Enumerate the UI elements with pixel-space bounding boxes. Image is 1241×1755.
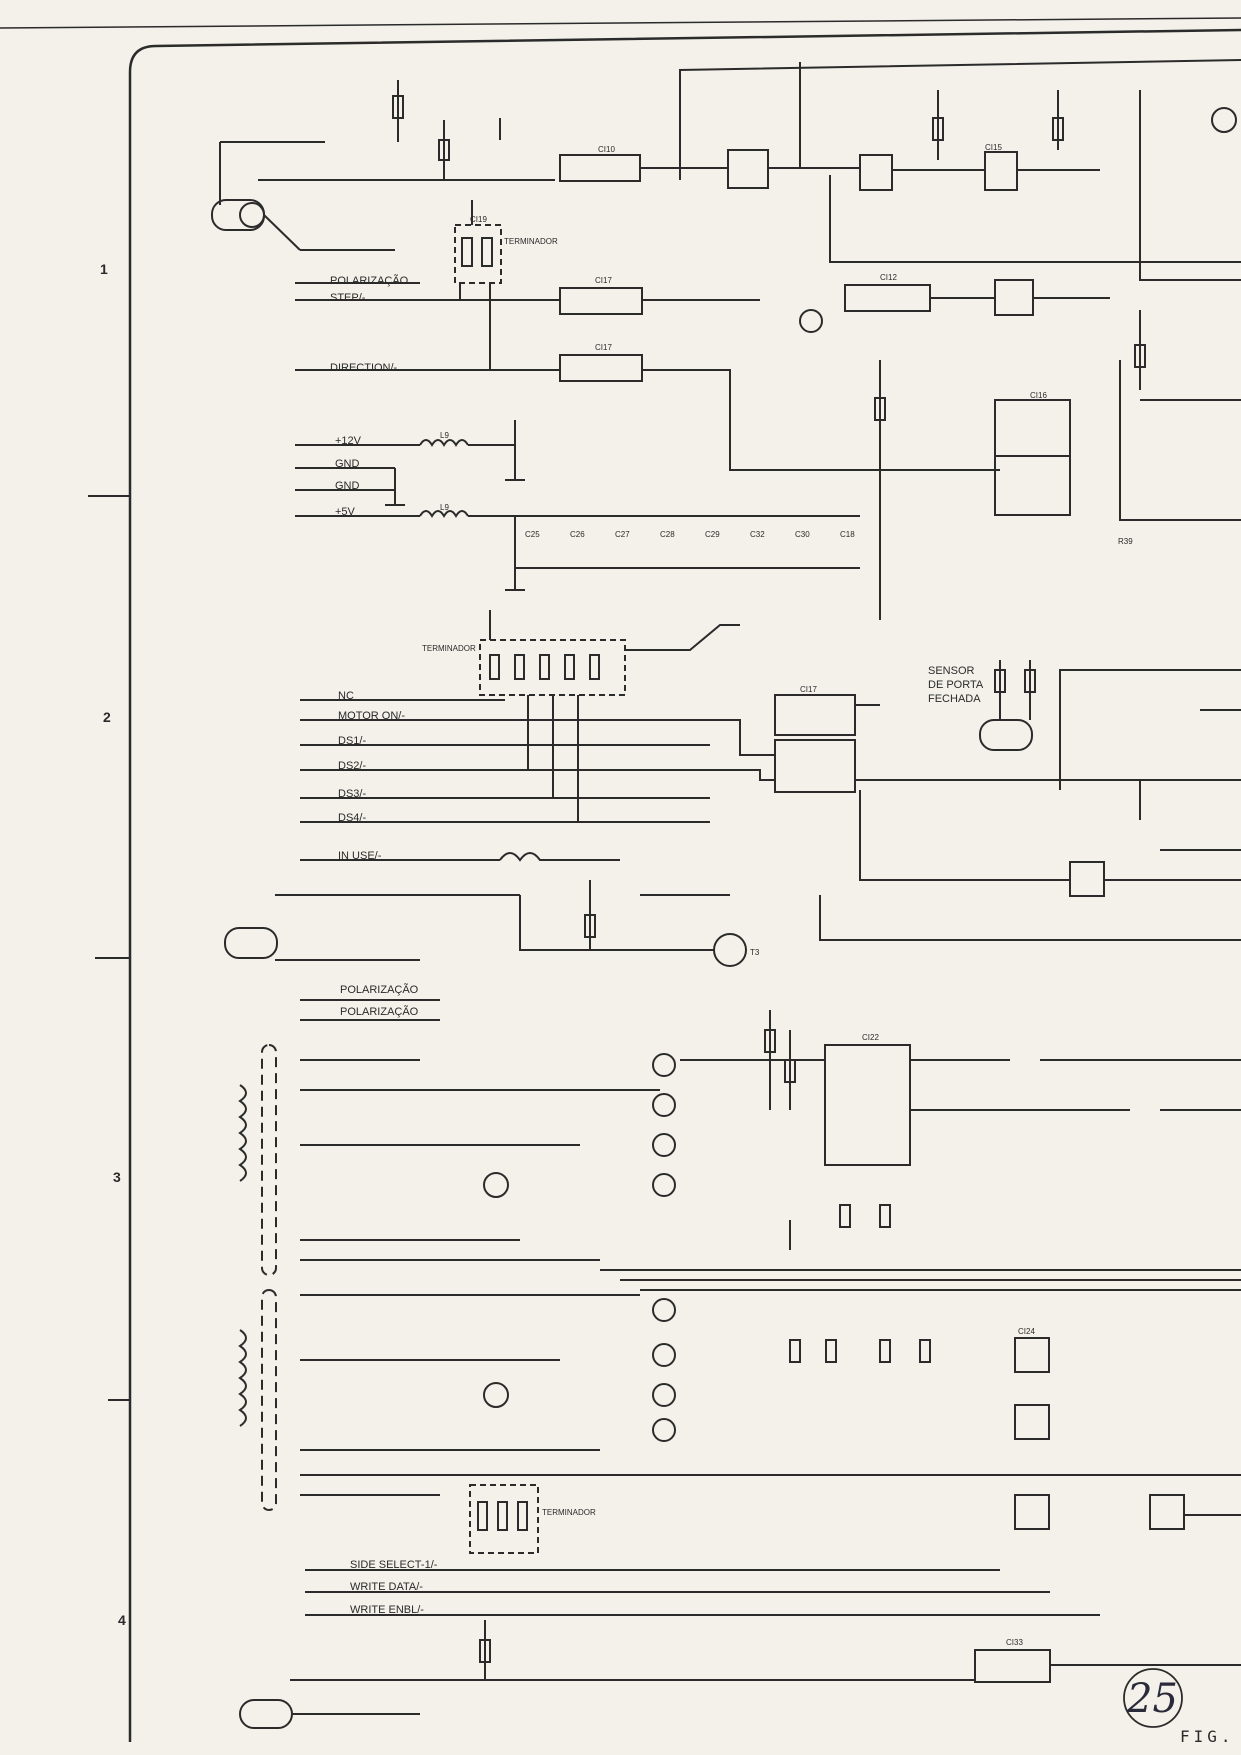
index-sensor <box>224 927 278 959</box>
chip-ci12-label: CI12 <box>880 273 897 282</box>
chip-ci17-b <box>559 354 643 382</box>
chip-ci24-b <box>1014 1404 1050 1440</box>
write-protect-sensor <box>239 1699 293 1729</box>
led-d10b <box>652 1343 676 1367</box>
chip-ci17-a <box>559 287 643 315</box>
terminator-ci15 <box>469 1484 539 1554</box>
chip-ci16 <box>994 399 1071 516</box>
row-marker-2: 2 <box>103 709 111 725</box>
chip-ci17-label-c: CI17 <box>800 685 817 694</box>
signal-ds2: DS2/- <box>338 760 366 772</box>
led-d5 <box>652 1053 676 1077</box>
chip-ci16-label: CI16 <box>1030 391 1047 400</box>
chip-ci24-label: CI24 <box>1018 1327 1035 1336</box>
chip-ci10-label: CI10 <box>598 145 615 154</box>
signal-gnd-1: GND <box>335 458 360 470</box>
chip-ci15-label: CI15 <box>985 143 1002 152</box>
signal-nc: NC <box>338 690 354 702</box>
shield-bottom <box>261 1289 277 1511</box>
signal-ds4: DS4/- <box>338 812 366 824</box>
signal-direction: DIRECTION/- <box>330 362 398 374</box>
chip-ci13 <box>994 279 1034 316</box>
inductor-2-label: L9 <box>440 503 449 512</box>
chip-ci22 <box>824 1044 911 1166</box>
signal-polarizacao-2: POLARIZAÇÃO <box>340 983 419 996</box>
led-d11 <box>652 1383 676 1407</box>
top-edge-line <box>0 17 1241 29</box>
cap-c18: C18 <box>840 530 855 539</box>
signal-ds3: DS3/- <box>338 788 366 800</box>
chip-ci19-label: CI19 <box>470 215 487 224</box>
transistor-label: T3 <box>750 948 760 957</box>
fig-label: FIG. <box>1180 1727 1235 1746</box>
led-d4 <box>483 1382 509 1408</box>
signal-in-use: IN USE/- <box>338 850 382 862</box>
chip-ci17-e <box>1149 1494 1185 1530</box>
chip-ci22-label: CI22 <box>862 1033 879 1042</box>
sensor-label-line-3: FECHADA <box>928 693 981 705</box>
terminator-ci19 <box>454 224 502 284</box>
signal-write-data: WRITE DATA/- <box>350 1581 423 1593</box>
cap-c29: C29 <box>705 530 720 539</box>
led-d8 <box>652 1173 676 1197</box>
inductor-1-label: L9 <box>440 431 449 440</box>
signal-side-select: SIDE SELECT-1/- <box>350 1559 438 1571</box>
row-marker-3: 3 <box>113 1169 121 1185</box>
sensor-label-line-2: DE PORTA <box>928 679 984 691</box>
door-sensor <box>979 719 1033 751</box>
chip-ci24-a <box>1014 1337 1050 1373</box>
led-d7 <box>652 1133 676 1157</box>
led-d9 <box>652 1298 676 1322</box>
chip-ci13-b <box>1069 861 1105 897</box>
signal-plus12v: +12V <box>335 435 362 447</box>
signal-plus5v: +5V <box>335 506 356 518</box>
led-d12 <box>652 1418 676 1442</box>
row-marker-4: 4 <box>118 1612 126 1628</box>
signal-gnd-2: GND <box>335 480 360 492</box>
signal-motor-on: MOTOR ON/- <box>338 710 405 722</box>
chip-ci17-label-a: CI17 <box>595 276 612 285</box>
transistor-t3 <box>713 933 747 967</box>
cap-c32: C32 <box>750 530 765 539</box>
signal-ds1: DS1/- <box>338 735 366 747</box>
terminator-label-bottom: TERMINADOR <box>542 1508 596 1517</box>
terminator-ci18 <box>479 639 626 696</box>
chip-ci17-label-b: CI17 <box>595 343 612 352</box>
led-d3 <box>483 1172 509 1198</box>
resistor-r39-label: R39 <box>1118 537 1133 546</box>
chip-ci24-c <box>1014 1494 1050 1530</box>
cap-c28: C28 <box>660 530 675 539</box>
chip-ci11 <box>727 149 769 189</box>
terminator-label-upper: TERMINADOR <box>504 237 558 246</box>
sensor-label-line-1: SENSOR <box>928 665 975 677</box>
chip-ci17-c <box>774 694 856 736</box>
chip-ci19-b <box>974 1649 1051 1683</box>
chip-ci12 <box>844 284 931 312</box>
chip-ci10-a <box>559 154 641 182</box>
shield-top <box>261 1044 277 1276</box>
signal-write-enbl: WRITE ENBL/- <box>350 1604 424 1616</box>
cap-c25: C25 <box>525 530 540 539</box>
chip-ci17-d <box>774 739 856 793</box>
sheet-border <box>128 28 1241 1742</box>
chip-ci15-b <box>984 151 1018 191</box>
terminator-label-top: TERMINADOR <box>422 644 476 653</box>
cap-c27: C27 <box>615 530 630 539</box>
page-number-ring <box>1123 1668 1183 1728</box>
page-number: 25 <box>1126 1676 1178 1722</box>
lamp-top-right <box>1211 107 1237 133</box>
cap-c26: C26 <box>570 530 585 539</box>
row-marker-1: 1 <box>100 261 108 277</box>
signal-step: STEP/- <box>330 292 366 304</box>
chip-ci15-a <box>859 154 893 191</box>
resistor-bank <box>789 1339 801 1363</box>
chip-ci33-label: CI33 <box>1006 1638 1023 1647</box>
led-d6 <box>652 1093 676 1117</box>
signal-polarizacao: POLARIZAÇÃO <box>330 274 409 287</box>
led-d10 <box>799 309 823 333</box>
cap-c30: C30 <box>795 530 810 539</box>
signal-polarizacao-3: POLARIZAÇÃO <box>340 1005 419 1018</box>
